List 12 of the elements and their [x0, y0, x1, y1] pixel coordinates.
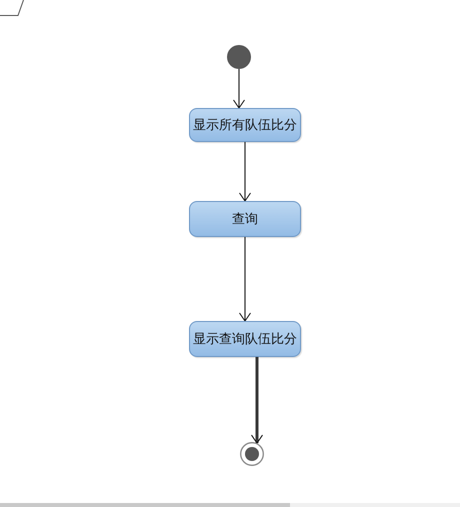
- bullseye-circle: [240, 442, 264, 466]
- arrow: [239, 236, 251, 322]
- action-label: 显示所有队伍比分: [193, 117, 297, 133]
- action-box: [189, 321, 301, 357]
- arrow: [251, 357, 263, 444]
- action-box: [189, 108, 301, 142]
- filled-circle: [227, 45, 251, 69]
- action-box: [189, 201, 301, 237]
- arrow: [233, 68, 245, 108]
- action-label: 显示查询队伍比分: [193, 331, 297, 347]
- arrow: [239, 142, 251, 202]
- action-label: 查询: [232, 211, 258, 227]
